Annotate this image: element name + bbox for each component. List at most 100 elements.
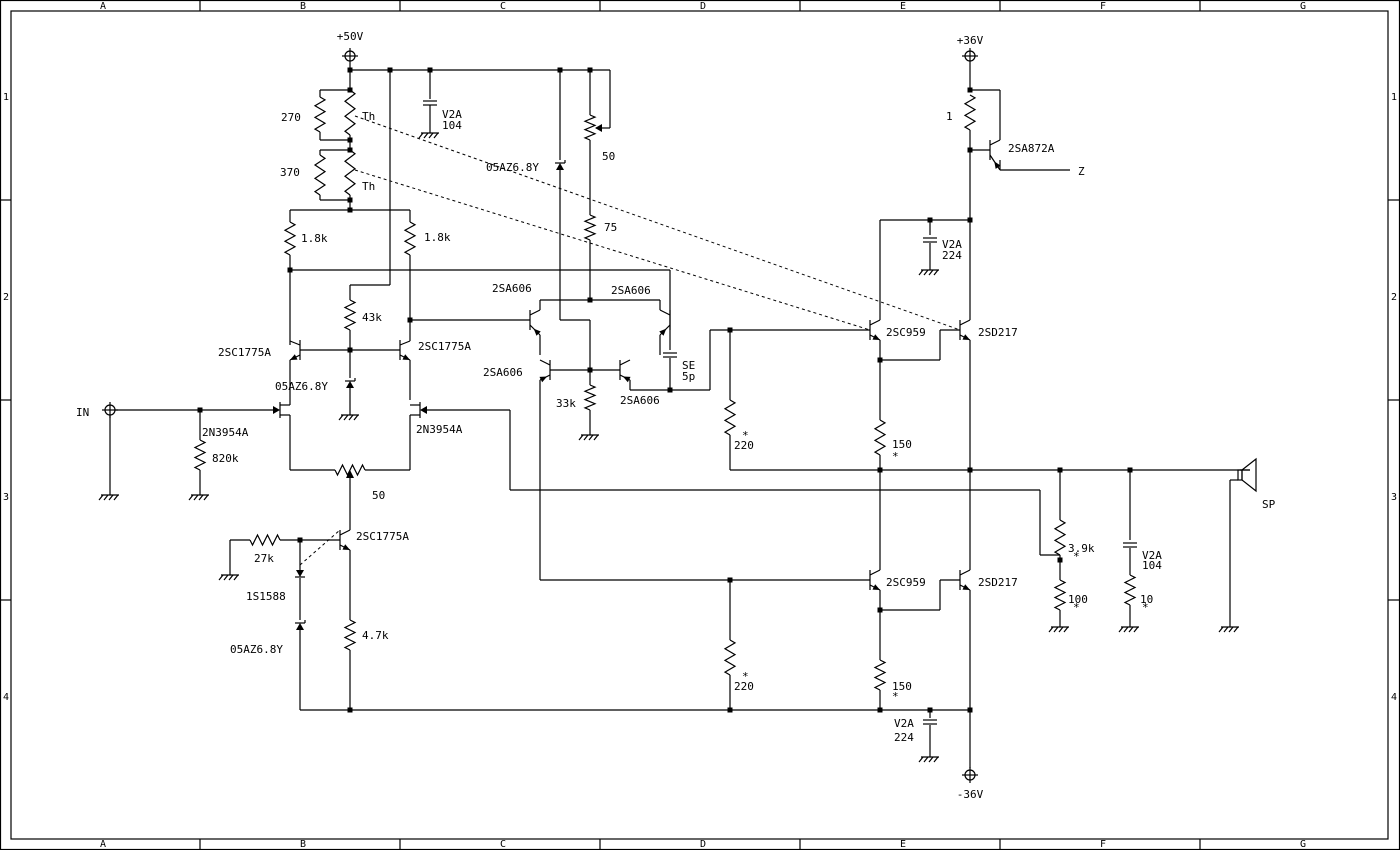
star-marker-1: *	[742, 670, 749, 683]
ground-33k	[578, 430, 599, 441]
c-v2a-4-label: V2A	[1142, 549, 1162, 562]
resistor-75	[583, 214, 597, 241]
transistor-2sc1775a-left	[289, 340, 301, 361]
minus-36v-label: -36V	[957, 788, 984, 801]
frame-col-g: G	[1300, 839, 1306, 850]
q-2sa606-3-label: 2SA606	[483, 366, 523, 379]
input-terminal	[102, 402, 118, 418]
q-2sa606-1-label: 2SA606	[492, 282, 532, 295]
frame-col-c: C	[500, 839, 506, 850]
zener-mid-label: 05AZ6.8Y	[275, 380, 328, 393]
resistor-150-top	[873, 419, 887, 456]
transistor-2sc1775a-bottom	[339, 529, 351, 551]
thermistor-th1	[344, 89, 356, 136]
frame-col-f: F	[1100, 1, 1106, 12]
c-v2a-3-label: V2A	[894, 717, 914, 730]
capacitor-v2a-224-bottom	[923, 719, 937, 725]
r1-label: 1	[946, 110, 953, 123]
components	[98, 48, 1257, 783]
ground-27k	[218, 570, 239, 581]
c-104-1-label: 104	[442, 119, 462, 132]
frame-row-1: 1	[1391, 92, 1397, 103]
r75-label: 75	[604, 221, 617, 234]
r18k-left-label: 1.8k	[301, 232, 328, 245]
ground-speaker	[1218, 622, 1239, 633]
zener-bot-label: 05AZ6.8Y	[230, 643, 283, 656]
resistor-220-top	[723, 399, 737, 436]
d-1s1588-label: 1S1588	[246, 590, 286, 603]
frame-col-d: D	[700, 839, 706, 850]
r10-label: 10	[1140, 593, 1153, 606]
th1-label: Th	[362, 110, 375, 123]
ground-c104	[418, 128, 439, 139]
q-2sa872a-label: 2SA872A	[1008, 142, 1055, 155]
ground-10	[1118, 622, 1139, 633]
star-marker-6: *	[1142, 601, 1149, 614]
r33k-label: 33k	[556, 397, 576, 410]
plus-50v-label: +50V	[337, 30, 364, 43]
jfet-2n3954a-right	[410, 402, 427, 418]
r100-label: 100	[1068, 593, 1088, 606]
ground-820k	[188, 490, 209, 501]
q-2sd217-2-label: 2SD217	[978, 576, 1018, 589]
q-2sc959-2-label: 2SC959	[886, 576, 926, 589]
frame-row-3: 3	[1391, 492, 1397, 503]
c-5p-label: 5p	[682, 370, 695, 383]
diode-1s1588	[295, 570, 305, 578]
transistor-2sa606-2	[659, 309, 671, 336]
r220-1-label: 220	[734, 439, 754, 452]
frame-col-a: A	[100, 839, 106, 850]
c-104-2-label: 104	[1142, 559, 1162, 572]
plus-50v-terminal	[342, 48, 358, 64]
q-2n3954a-1-label: 2N3954A	[202, 426, 249, 439]
resistor-27k	[249, 533, 281, 547]
resistor-1-ohm	[963, 94, 977, 131]
c-224-2-label: 224	[894, 731, 914, 744]
frame-col-g: G	[1300, 1, 1306, 12]
z-label: Z	[1078, 165, 1085, 178]
resistor-33k	[583, 384, 597, 411]
resistor-220-bottom	[723, 639, 737, 676]
r820k-label: 820k	[212, 452, 239, 465]
resistor-4-7k	[343, 619, 357, 651]
frame-col-e: E	[900, 1, 906, 12]
r370-label: 370	[280, 166, 300, 179]
q-2sd217-1-label: 2SD217	[978, 326, 1018, 339]
resistor-1-8k-right	[403, 221, 417, 256]
transistor-2sa606-3	[539, 359, 551, 383]
zener-05az6-8y-top	[555, 160, 566, 170]
resistor-150-bottom	[873, 659, 887, 691]
transistor-2sc959-top	[869, 319, 881, 341]
transistor-2sa606-1	[529, 309, 541, 336]
ground-100	[1048, 622, 1069, 633]
frame-row-4: 4	[3, 692, 9, 703]
c-224-1-label: 224	[942, 249, 962, 262]
c-se-label: SE	[682, 359, 695, 372]
r270-label: 270	[281, 111, 301, 124]
trimmer-50-top	[583, 114, 597, 141]
transistor-2sc959-bottom	[869, 569, 881, 591]
q-2sa606-4-label: 2SA606	[620, 394, 660, 407]
r50-top-label: 50	[602, 150, 615, 163]
c-v2a-1-label: V2A	[442, 108, 462, 121]
frame-row-2: 2	[1391, 292, 1397, 303]
frame-row-2: 2	[3, 292, 9, 303]
zener-05az6-8y-bottom	[295, 620, 306, 630]
trimmer-wiper	[346, 470, 354, 478]
star-marker-4: *	[1073, 550, 1080, 563]
r150-1-label: 150	[892, 438, 912, 451]
wires	[109, 64, 1250, 768]
transistor-2sd217-top	[959, 319, 971, 341]
plus-36v-terminal	[962, 48, 978, 64]
r43k-label: 43k	[362, 311, 382, 324]
minus-36v-terminal	[962, 767, 978, 783]
speaker-label: SP	[1262, 498, 1276, 511]
q-2sa606-2-label: 2SA606	[611, 284, 651, 297]
r18k-right-label: 1.8k	[424, 231, 451, 244]
frame-col-d: D	[700, 1, 706, 12]
r50-mid-label: 50	[372, 489, 385, 502]
frame-row-3: 3	[3, 492, 9, 503]
resistor-820k	[193, 439, 207, 471]
